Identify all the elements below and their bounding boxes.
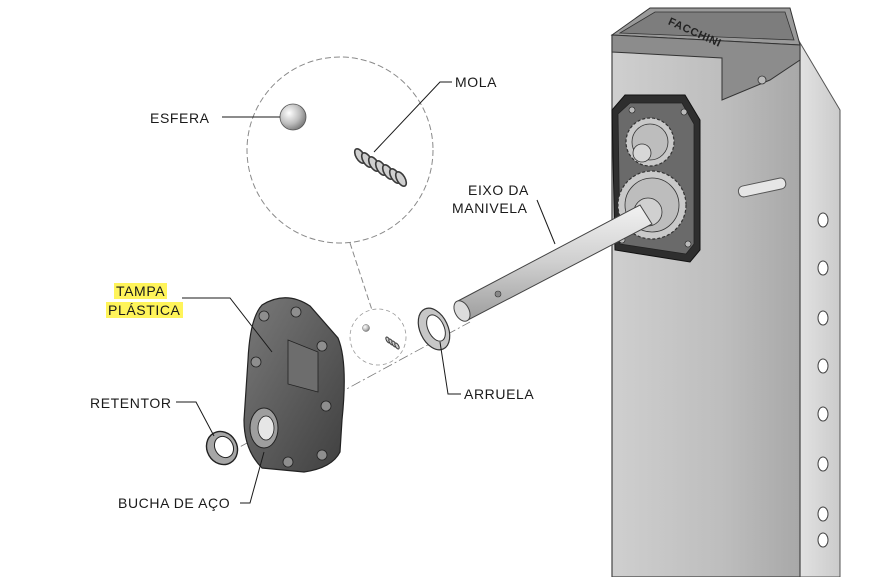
crank-shaft	[453, 204, 653, 322]
gate-post	[610, 7, 841, 577]
spring-magnified	[353, 147, 408, 188]
detail-small	[349, 308, 407, 366]
label-retentor: RETENTOR	[90, 395, 172, 411]
detail-magnifier	[246, 56, 434, 311]
label-bucha: BUCHA DE AÇO	[118, 495, 231, 511]
plastic-cover	[243, 297, 345, 473]
assembly-axis	[224, 321, 471, 456]
gear-lower	[617, 170, 687, 240]
leader-lines	[176, 81, 556, 504]
label-tampa-line2: PLÁSTICA	[106, 302, 183, 318]
label-eixo-line2: MANIVELA	[452, 200, 528, 216]
label-tampa-line1: TAMPA	[114, 283, 168, 299]
label-eixo-line1: EIXO DA	[468, 182, 529, 198]
gear-upper	[625, 117, 675, 167]
label-esfera: ESFERA	[150, 110, 210, 126]
label-arruela: ARRUELA	[464, 386, 535, 402]
washer	[417, 307, 451, 351]
oil-seal	[205, 430, 239, 466]
label-mola: MOLA	[455, 74, 498, 90]
ball-magnified	[279, 103, 307, 131]
